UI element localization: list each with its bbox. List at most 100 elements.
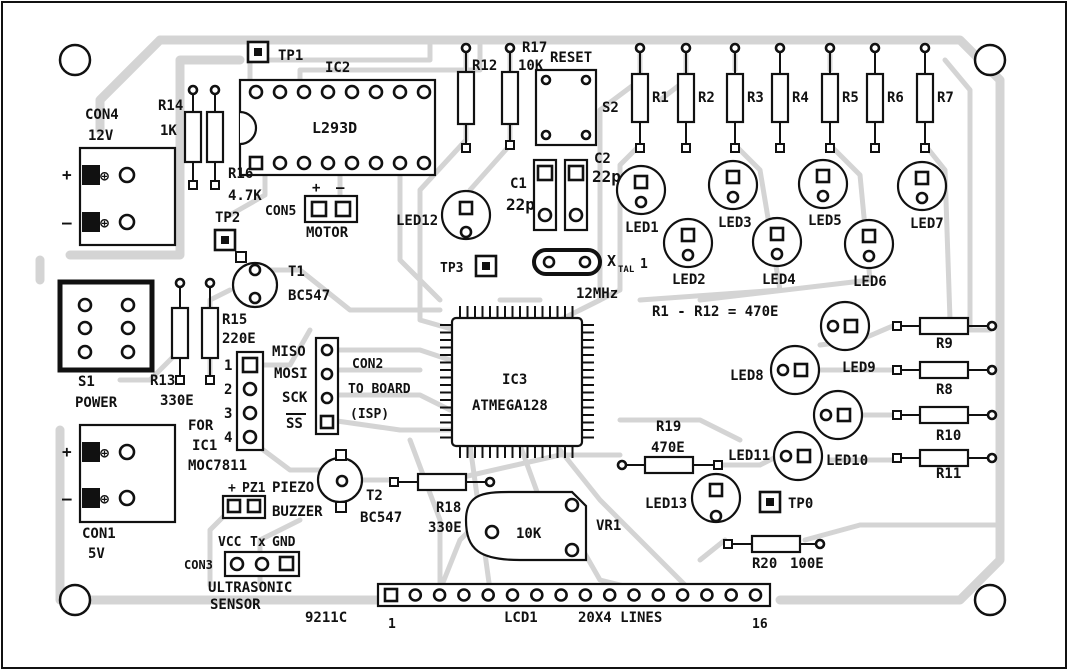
pz1-label: PZ1 bbox=[242, 481, 266, 496]
test-point-tp1: TP1 bbox=[246, 40, 303, 64]
ic-pin bbox=[392, 155, 408, 171]
pin-1: 1 bbox=[224, 358, 232, 374]
ic-pin bbox=[272, 155, 288, 171]
pad bbox=[825, 143, 835, 153]
pad bbox=[986, 364, 998, 376]
pad bbox=[634, 195, 648, 209]
connector-con2-isp: MISO MOSI SCK SS CON2 TO BOARD (ISP) bbox=[272, 336, 411, 436]
led9-label: LED9 bbox=[842, 360, 876, 376]
resistor-r1: R1 bbox=[630, 42, 669, 153]
connector-lcd1: 1 LCD1 20X4 LINES 16 bbox=[376, 582, 772, 632]
pad bbox=[635, 143, 645, 153]
ic-pin bbox=[344, 84, 360, 100]
r12-label: R12 bbox=[472, 58, 497, 74]
lcd-pin bbox=[529, 588, 544, 602]
pad bbox=[861, 228, 877, 244]
lcd-pin bbox=[748, 588, 763, 602]
r7-label: R7 bbox=[937, 90, 954, 106]
vr1-value: 10K bbox=[516, 526, 542, 542]
plus-circle-icon: ⊕ bbox=[100, 444, 109, 462]
con4-minus: – bbox=[62, 213, 72, 232]
r19-value: 470E bbox=[651, 440, 685, 456]
mounting-hole bbox=[58, 583, 92, 617]
xtal-label: X bbox=[607, 252, 616, 270]
lcd-pin16: 16 bbox=[752, 617, 768, 632]
pad bbox=[824, 42, 836, 54]
led4-label: LED4 bbox=[762, 272, 796, 288]
s1-label: S1 bbox=[78, 374, 95, 390]
pad bbox=[826, 319, 840, 333]
r17-label: R17 bbox=[522, 40, 547, 56]
mounting-hole bbox=[973, 583, 1007, 617]
led2-label: LED2 bbox=[672, 272, 706, 288]
s2-label: S2 bbox=[602, 100, 619, 116]
pad bbox=[681, 143, 691, 153]
led7-label: LED7 bbox=[910, 216, 944, 232]
led-led1: LED1 bbox=[615, 164, 667, 236]
led-led12: LED12 bbox=[396, 189, 492, 241]
connector-con5-motor: CON5 + – MOTOR bbox=[265, 180, 359, 241]
ic-pin bbox=[272, 84, 288, 100]
led10-label: LED10 bbox=[826, 453, 868, 469]
led1-label: LED1 bbox=[625, 220, 659, 236]
resistor-r2: R2 bbox=[676, 42, 715, 153]
for-label: FOR bbox=[188, 418, 214, 434]
r8-label: R8 bbox=[936, 382, 953, 398]
test-point-tp2: TP2 bbox=[213, 210, 240, 252]
lcd-pin bbox=[432, 588, 447, 602]
miso-label: MISO bbox=[272, 344, 306, 360]
pad bbox=[730, 143, 740, 153]
gnd-label: GND bbox=[272, 535, 296, 550]
con4-voltage: 12V bbox=[88, 128, 114, 144]
r13-value: 330E bbox=[160, 393, 194, 409]
pad bbox=[920, 143, 930, 153]
pad bbox=[986, 320, 998, 332]
potentiometer-vr1: 10K VR1 bbox=[464, 490, 621, 562]
led-led4: LED4 bbox=[751, 216, 803, 288]
mosi-label: MOSI bbox=[274, 366, 308, 382]
led-led6: LED6 bbox=[843, 218, 895, 290]
r5-label: R5 bbox=[842, 90, 859, 106]
r14-value: 1K bbox=[160, 123, 177, 139]
con5-minus: – bbox=[336, 180, 345, 196]
ultrasonic-label: ULTRASONIC bbox=[208, 580, 292, 596]
lcd-pin bbox=[554, 588, 568, 602]
pad bbox=[869, 42, 881, 54]
lcd-pin bbox=[481, 588, 496, 602]
connector-con4-12v: + – ⊕ ⊕ CON4 12V bbox=[62, 107, 177, 247]
resistor-r12: R12 bbox=[456, 42, 497, 153]
r19-label: R19 bbox=[656, 419, 681, 435]
resistor-r6: R6 bbox=[865, 42, 904, 153]
ic-pin bbox=[248, 155, 264, 171]
reset-label: RESET bbox=[550, 50, 592, 66]
r1-label: R1 bbox=[652, 90, 669, 106]
plus-circle-icon: ⊕ bbox=[100, 490, 109, 508]
pad bbox=[816, 189, 830, 203]
motor-label: MOTOR bbox=[306, 225, 349, 241]
buzzer-pz1: + PZ1 PIEZO BUZZER bbox=[221, 480, 323, 520]
lcd-pin bbox=[408, 588, 423, 602]
lcd-pin bbox=[457, 588, 471, 602]
pad bbox=[892, 453, 902, 463]
plus-circle-icon: ⊕ bbox=[100, 214, 109, 232]
led13-label: LED13 bbox=[645, 496, 687, 512]
pad bbox=[634, 42, 646, 54]
con4-label: CON4 bbox=[85, 107, 119, 123]
led6-label: LED6 bbox=[853, 274, 887, 290]
tp2-label: TP2 bbox=[215, 210, 240, 226]
board-id: 9211C bbox=[305, 610, 347, 626]
resistor-r19: R19 470E bbox=[616, 419, 723, 475]
lcd-pin bbox=[383, 587, 399, 603]
ic-pin bbox=[320, 155, 336, 171]
r6-label: R6 bbox=[887, 90, 904, 106]
ic-pin bbox=[416, 84, 432, 100]
pad bbox=[892, 410, 902, 420]
con5-plus: + bbox=[312, 180, 320, 196]
pad bbox=[843, 318, 859, 334]
lcd-pin bbox=[724, 588, 739, 602]
r20-label: R20 bbox=[752, 556, 777, 572]
pad bbox=[892, 365, 902, 375]
r15-value: 220E bbox=[222, 331, 256, 347]
vr1-label: VR1 bbox=[596, 518, 621, 534]
